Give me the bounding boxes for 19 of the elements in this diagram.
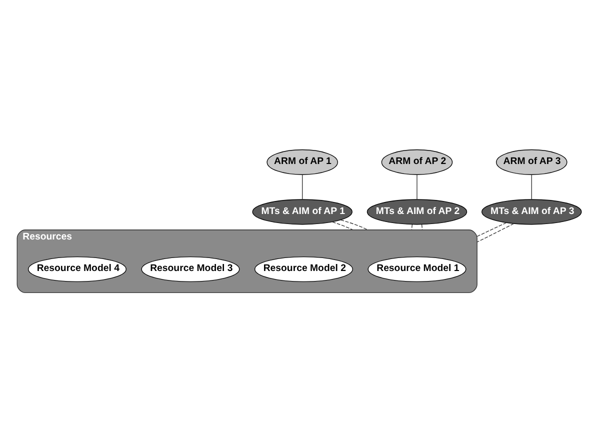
node-ellipse: Resource Model 4 — [28, 256, 126, 282]
connector — [531, 174, 532, 200]
node-ellipse: MTs & AIM of AP 2 — [366, 199, 468, 225]
connector — [302, 174, 303, 200]
node-ellipse: MTs & AIM of AP 3 — [482, 199, 582, 225]
node-ellipse: ARM of AP 2 — [381, 149, 453, 175]
node-ellipse: Resource Model 1 — [368, 256, 466, 282]
node-ellipse: MTs & AIM of AP 1 — [252, 199, 352, 225]
node-ellipse: Resource Model 3 — [141, 256, 240, 282]
node-ellipse: ARM of AP 1 — [266, 149, 338, 175]
connector — [411, 224, 413, 230]
connector — [421, 224, 423, 230]
node-ellipse: Resource Model 2 — [254, 256, 353, 282]
connector — [340, 220, 368, 230]
connector — [476, 222, 507, 237]
connector — [416, 174, 418, 200]
connector — [476, 223, 514, 242]
connector — [332, 222, 354, 230]
node-ellipse: ARM of AP 3 — [496, 149, 568, 175]
